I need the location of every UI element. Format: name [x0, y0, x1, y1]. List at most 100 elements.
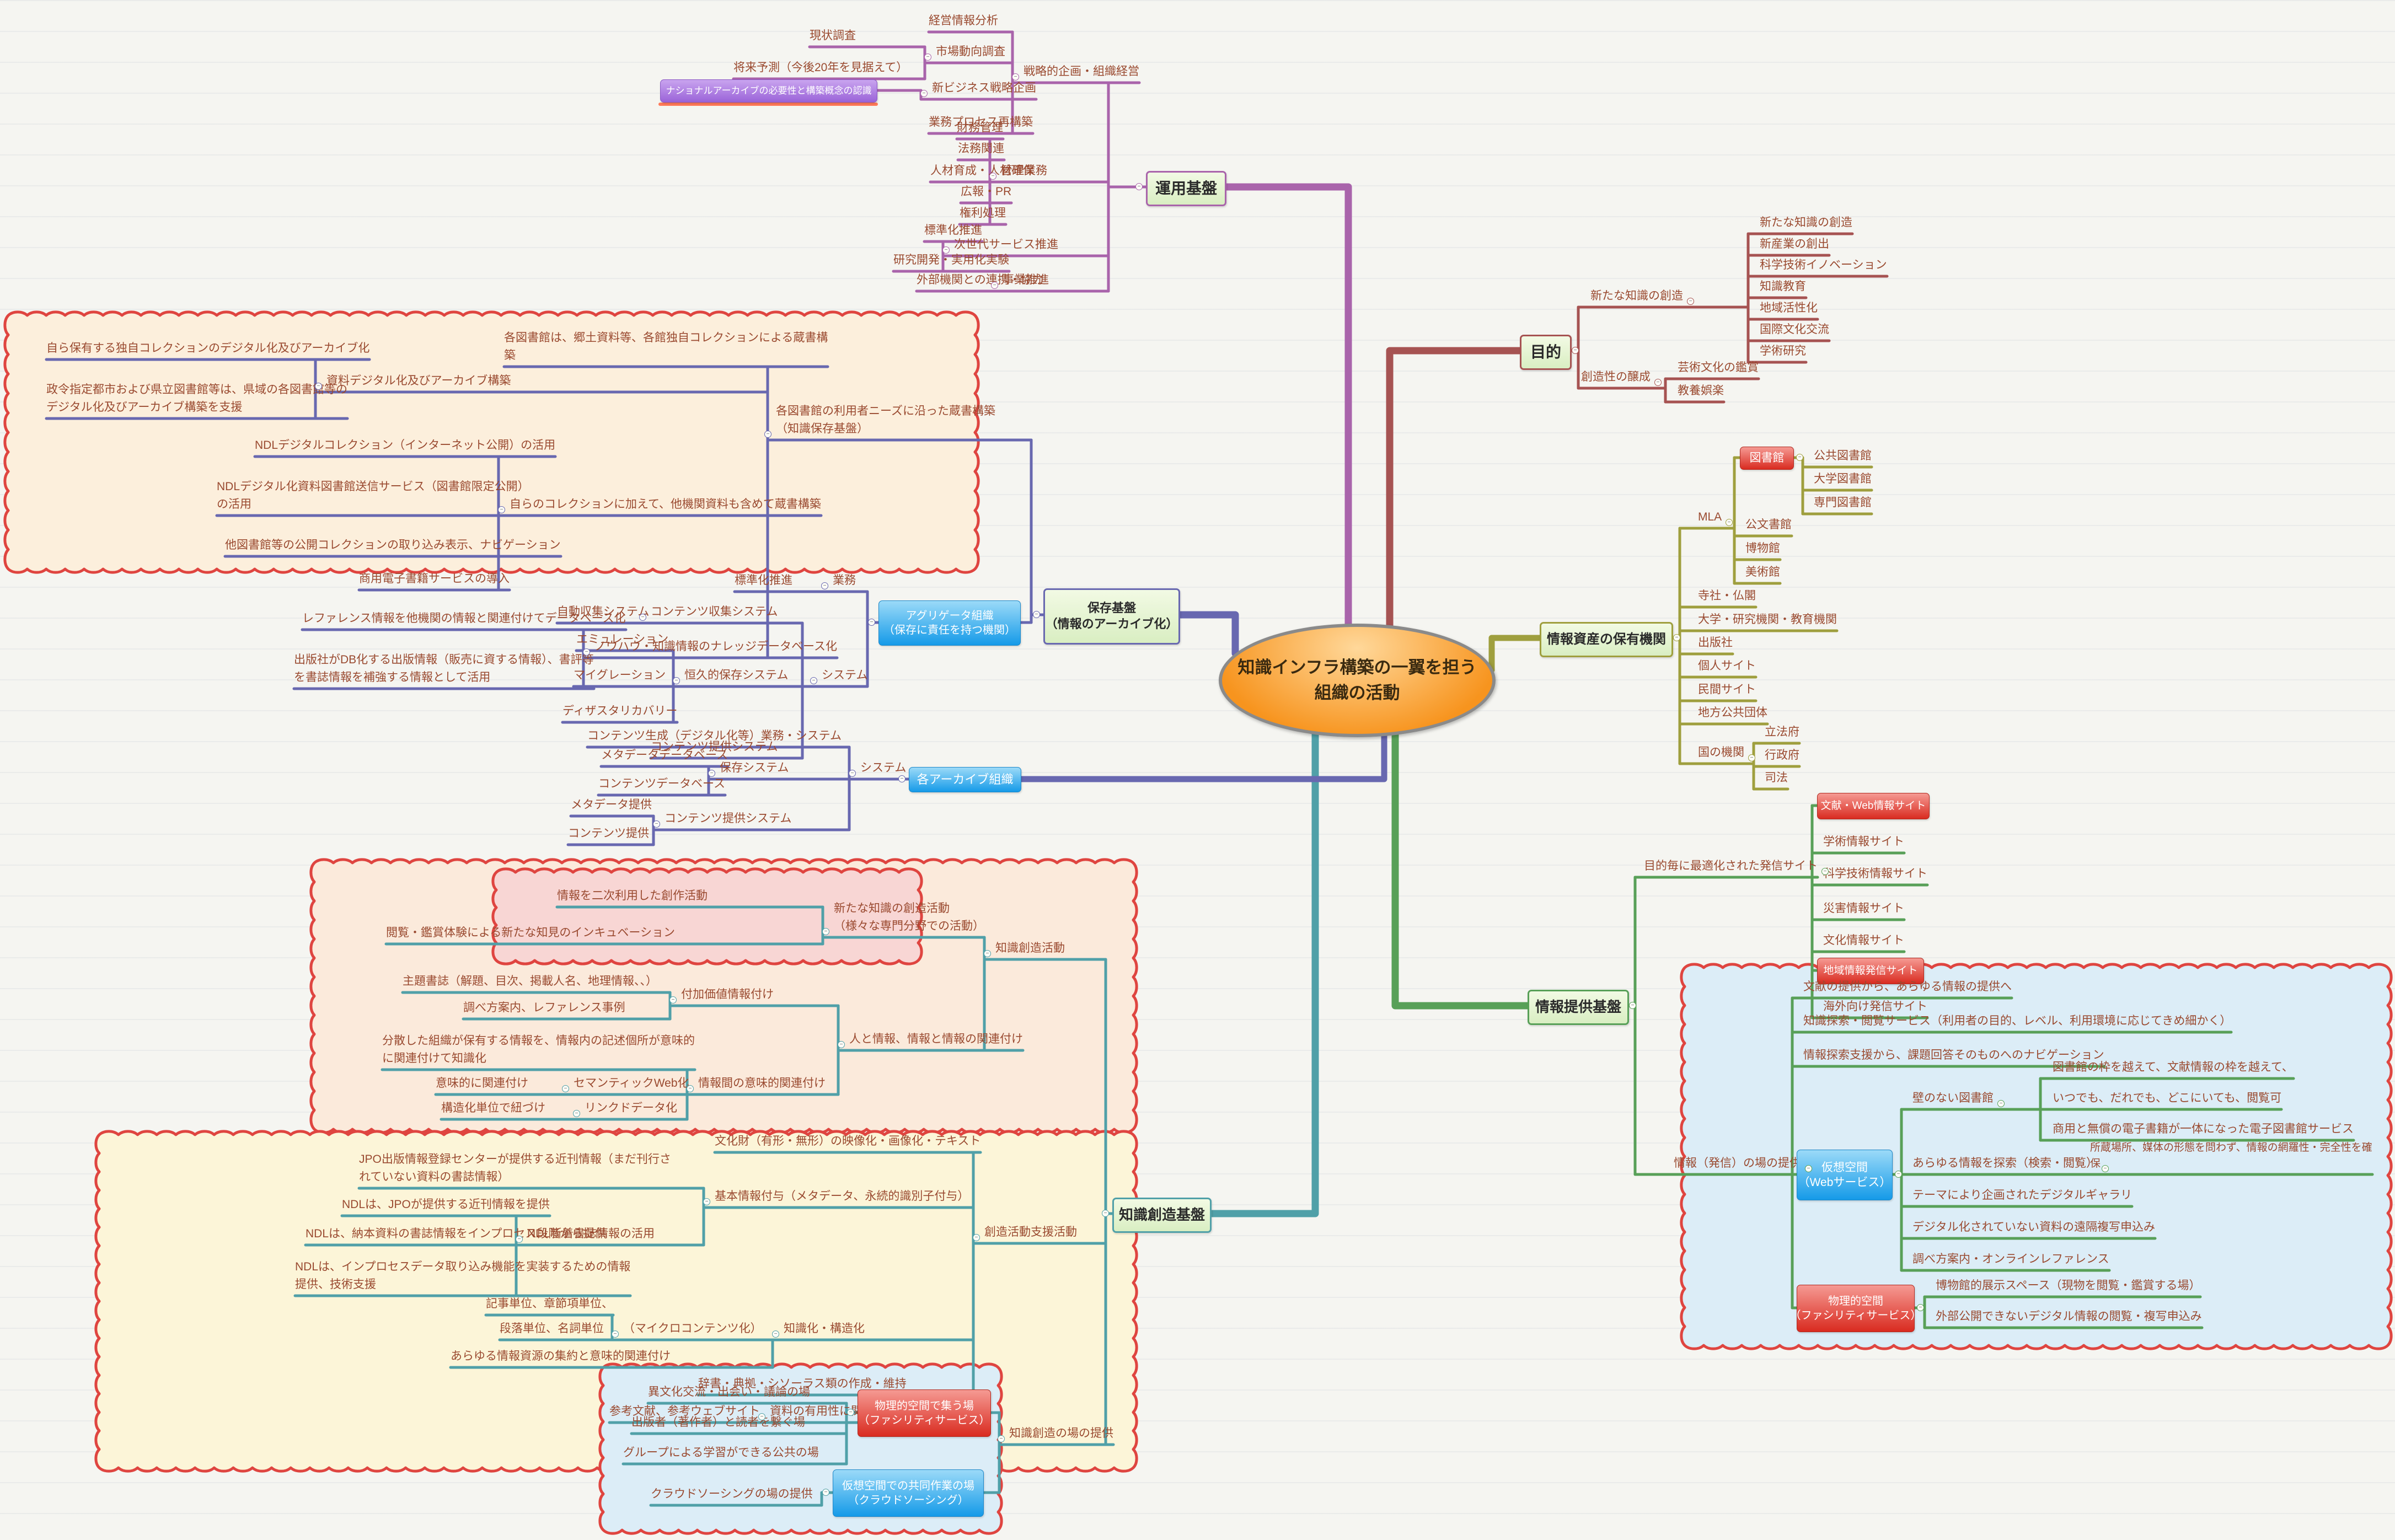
topic[interactable]: 文化財（有形・無形）の映像化・画像化・テキスト	[715, 1134, 981, 1147]
topic[interactable]: 構造化単位で紐づけ	[441, 1101, 545, 1114]
main-topic[interactable]: 保存基盤 （情報のアーカイブ化）	[1043, 588, 1180, 645]
topic[interactable]: 参考文献、参考ウェブサイト	[609, 1404, 760, 1418]
collapse-icon[interactable]: −	[1012, 73, 1019, 81]
topic[interactable]: 知識探索・閲覧サービス（利用者の目的、レベル、利用環境に応じてきめ細かく）	[1803, 1014, 2232, 1027]
topic[interactable]: 知識創造活動	[995, 941, 1065, 954]
topic[interactable]: 調べ方案内、レファレンス事例	[463, 1001, 625, 1014]
center-topic[interactable]: 知識インフラ構築の一翼を担う 組織の活動	[1219, 624, 1496, 737]
topic[interactable]: 経営情報分析	[929, 14, 998, 27]
topic[interactable]: 各図書館は、郷土資料等、各館独自コレクションによる蔵書構 築	[504, 331, 828, 362]
topic-box[interactable]: 仮想空間での共同作業の場 （クラウドソーシング）	[833, 1469, 984, 1517]
topic[interactable]: 管理業務	[1001, 164, 1047, 177]
collapse-icon[interactable]: −	[991, 282, 998, 289]
collapse-icon[interactable]: −	[984, 950, 991, 957]
topic[interactable]: 情報間の意味的関連付け	[698, 1076, 826, 1090]
collapse-icon[interactable]: −	[687, 1085, 694, 1092]
topic[interactable]: 出版社がDB化する出版情報（販売に資する情報）、書評等 を書誌情報を補強する情報…	[294, 653, 594, 684]
topic[interactable]: 知識教育	[1760, 280, 1806, 293]
topic[interactable]: NDL新着書誌情報の活用	[527, 1227, 655, 1240]
topic[interactable]: 公文書館	[1745, 518, 1792, 531]
collapse-icon[interactable]: −	[573, 1110, 580, 1117]
topic[interactable]: 教養娯楽	[1678, 384, 1724, 397]
topic[interactable]: メタデータ提供	[571, 798, 652, 811]
topic[interactable]: システム	[822, 668, 868, 682]
topic[interactable]: 次世代サービス推進	[954, 238, 1058, 251]
topic[interactable]: 基本情報付与（メタデータ、永続的識別子付与）	[715, 1189, 969, 1203]
topic[interactable]: 新たな知識の創造活動 （様々な専門分野での活動）	[834, 902, 984, 932]
topic-box[interactable]: アグリゲータ組織 （保存に責任を持つ機関）	[878, 600, 1021, 646]
topic[interactable]: 記事単位、章節項単位、	[486, 1297, 613, 1310]
collapse-icon[interactable]: −	[669, 996, 677, 1004]
topic[interactable]: 新ビジネス戦略企画	[932, 81, 1036, 94]
topic[interactable]: 現状調査	[810, 29, 856, 42]
topic[interactable]: JPO出版情報登録センターが提供する近刊情報（まだ刊行さ れていない資料の書誌情…	[359, 1153, 671, 1183]
topic[interactable]: リンクドデータ化	[585, 1101, 677, 1114]
topic[interactable]: 芸術文化の鑑賞	[1678, 361, 1759, 374]
topic[interactable]: 壁のない図書館	[1912, 1091, 1994, 1104]
collapse-icon[interactable]: −	[924, 53, 931, 61]
topic[interactable]: 新たな知識の創造	[1760, 216, 1852, 229]
main-topic[interactable]: 知識創造基盤	[1112, 1198, 1212, 1233]
topic[interactable]: 商用と無償の電子書籍が一体になった電子図書館サービス	[2053, 1122, 2354, 1135]
topic[interactable]: 標準化推進	[735, 573, 792, 587]
collapse-icon[interactable]: −	[989, 173, 996, 180]
topic[interactable]: 外部公開できないデジタル情報の閲覧・複写申込み	[1936, 1310, 2202, 1323]
topic-box[interactable]: 地域情報発信サイト	[1817, 958, 1924, 984]
topic[interactable]: 情報を二次利用した創作活動	[557, 889, 708, 902]
collapse-icon[interactable]: −	[810, 677, 817, 684]
topic[interactable]: 行政府	[1765, 748, 1799, 761]
topic[interactable]: デジタル化されていない資料の遠隔複写申込み	[1912, 1220, 2155, 1233]
topic[interactable]: 財務管理	[957, 121, 1003, 134]
collapse-icon[interactable]: −	[920, 90, 928, 97]
collapse-icon[interactable]: −	[1135, 183, 1143, 190]
topic[interactable]: いつでも、だれでも、どこにいても、閲覧可	[2053, 1091, 2282, 1104]
topic[interactable]: 立法府	[1765, 725, 1799, 738]
collapse-icon[interactable]: −	[1748, 754, 1755, 761]
collapse-icon[interactable]: −	[1726, 519, 1733, 526]
topic[interactable]: 新産業の創出	[1760, 237, 1829, 250]
topic[interactable]: 市場動向調査	[936, 45, 1005, 58]
topic[interactable]: 科学技術イノベーション	[1760, 258, 1887, 271]
topic[interactable]: 大学・研究機関・教育機関	[1698, 613, 1837, 626]
topic[interactable]: 他図書館等の公開コレクションの取り込み表示、ナビゲーション	[225, 538, 561, 551]
collapse-icon[interactable]: −	[758, 1413, 765, 1420]
topic-box[interactable]: 物理的空間で集う場 （ファシリティサービス）	[858, 1389, 991, 1437]
topic[interactable]: 商用電子書籍サービスの導入	[359, 572, 510, 585]
collapse-icon[interactable]: −	[653, 820, 660, 828]
topic[interactable]: 出版社	[1698, 636, 1733, 649]
collapse-icon[interactable]: −	[764, 431, 771, 438]
topic[interactable]: 文献の提供から、あらゆる情報の提供へ	[1803, 980, 2012, 993]
collapse-icon[interactable]: −	[973, 1234, 980, 1241]
topic[interactable]: 意味的に関連付け	[436, 1076, 528, 1090]
topic[interactable]: 恒久的保存システム	[684, 668, 789, 682]
topic[interactable]: エミュレーション	[576, 632, 669, 646]
collapse-icon[interactable]: −	[1687, 298, 1694, 305]
collapse-icon[interactable]: −	[498, 506, 505, 513]
topic[interactable]: コンテンツデータベース	[598, 777, 725, 790]
topic[interactable]: 国際文化交流	[1760, 323, 1829, 336]
collapse-icon[interactable]: −	[772, 1330, 779, 1338]
collapse-icon[interactable]: −	[1654, 379, 1662, 386]
collapse-icon[interactable]: −	[1895, 1171, 1902, 1178]
topic[interactable]: 災害情報サイト	[1823, 902, 1904, 915]
topic[interactable]: NDLは、インプロセスデータ取り込み機能を実装するための情報 提供、技術支援	[295, 1260, 631, 1291]
collapse-icon[interactable]: −	[822, 928, 829, 935]
collapse-icon[interactable]: −	[1917, 1304, 1924, 1311]
main-topic[interactable]: 情報提供基盤	[1528, 990, 1629, 1025]
collapse-icon[interactable]: −	[708, 770, 715, 777]
collapse-icon[interactable]: −	[703, 1198, 710, 1205]
topic[interactable]: 創造活動支援活動	[984, 1225, 1077, 1238]
collapse-icon[interactable]: −	[1673, 634, 1680, 641]
topic[interactable]: 科学技術情報サイト	[1823, 867, 1927, 880]
topic[interactable]: 学術情報サイト	[1823, 835, 1904, 848]
topic[interactable]: 権利処理	[960, 206, 1006, 219]
collapse-icon[interactable]: −	[673, 677, 680, 684]
topic[interactable]: あらゆる情報を探索（検索・閲覧）	[1912, 1156, 2098, 1169]
topic[interactable]: 自動収集システム	[557, 605, 650, 618]
topic[interactable]: 業務	[833, 573, 856, 587]
collapse-icon[interactable]: −	[868, 619, 875, 626]
topic[interactable]: あらゆる情報資源の集約と意味的関連付け	[451, 1349, 671, 1362]
topic[interactable]: マイグレーション	[574, 668, 666, 682]
collapse-icon[interactable]: −	[1033, 611, 1040, 618]
topic[interactable]: 保存システム	[720, 761, 789, 774]
